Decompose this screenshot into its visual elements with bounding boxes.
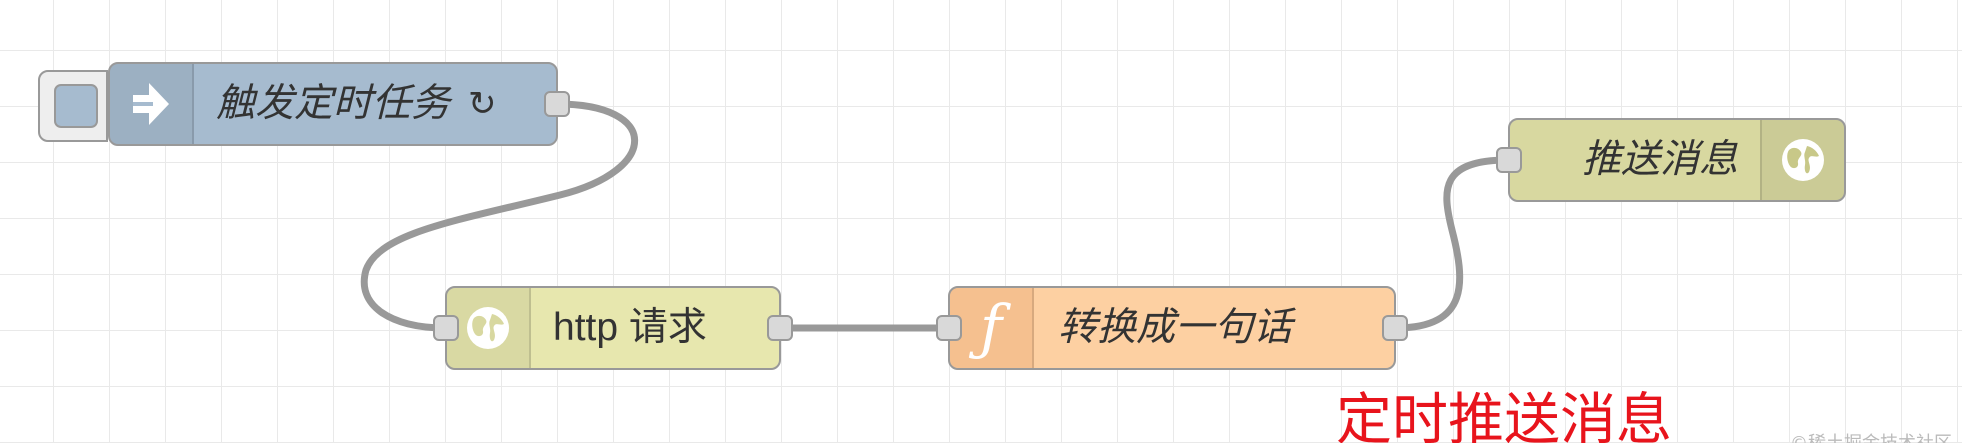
wire-function-to-push[interactable]: [1392, 156, 1512, 332]
node-http-request-output-port[interactable]: [767, 315, 793, 341]
node-inject-label: 触发定时任务: [216, 82, 451, 125]
node-function-label: 转换成一句话: [1058, 306, 1293, 349]
node-function-output-port[interactable]: [1382, 315, 1408, 341]
globe-icon: [1760, 120, 1844, 200]
globe-icon: [447, 288, 531, 368]
function-icon: ƒ: [950, 288, 1034, 368]
node-function-input-port[interactable]: [936, 315, 962, 341]
node-http-request[interactable]: http 请求: [433, 286, 793, 370]
repeat-icon: ↻: [468, 85, 497, 123]
inject-trigger-button-face[interactable]: [54, 84, 98, 128]
annotation-text: 定时推送消息: [1336, 388, 1672, 443]
node-inject[interactable]: 触发定时任务 ↻: [108, 62, 570, 146]
node-push-message-label: 推送消息: [1581, 138, 1738, 181]
inject-trigger-button[interactable]: [38, 70, 108, 142]
node-function[interactable]: ƒ 转换成一句话: [936, 286, 1408, 370]
function-glyph: ƒ: [979, 293, 1003, 363]
node-push-message-input-port[interactable]: [1496, 147, 1522, 173]
node-http-request-label: http 请求: [553, 306, 707, 349]
node-inject-output-port[interactable]: [544, 91, 570, 117]
node-http-request-input-port[interactable]: [433, 315, 459, 341]
watermark-text: ©稀土掘金技术社区: [1790, 429, 1952, 443]
node-push-message[interactable]: 推送消息: [1496, 118, 1846, 202]
arrow-in-icon: [110, 64, 194, 144]
